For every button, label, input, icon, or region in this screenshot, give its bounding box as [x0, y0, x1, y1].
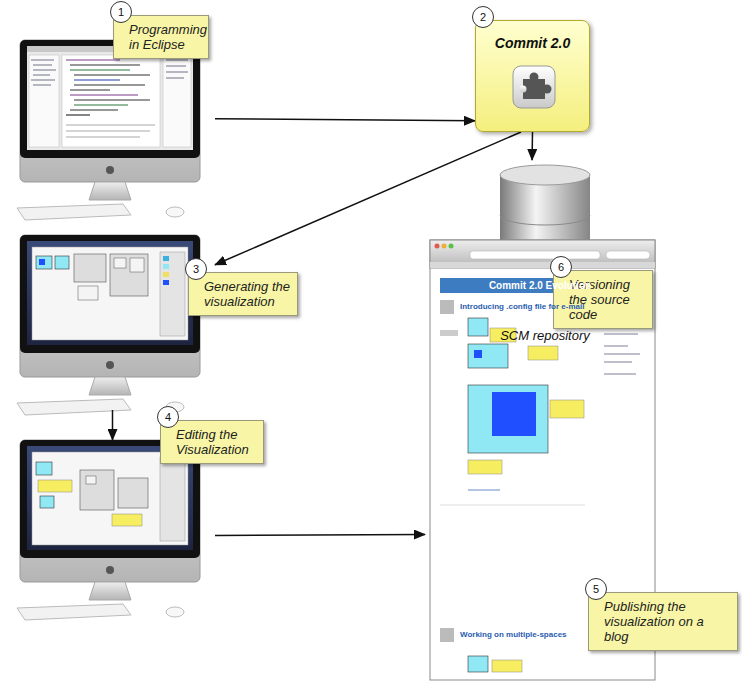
step-label: Editing the Visualization — [160, 420, 264, 464]
flow-arrow — [215, 132, 521, 265]
post-title: Introducing .config file for e-mail — [460, 302, 584, 312]
repository-caption: SCM repository — [490, 328, 600, 343]
step-label: Versioning the source code — [553, 270, 653, 329]
computer-step: Programming in Eclipse — [10, 40, 215, 215]
step-label: Programming in Eclipse — [113, 15, 209, 59]
computer-step: Generating the visualization — [10, 235, 215, 410]
flow-arrow — [215, 119, 475, 121]
flow-arrow — [215, 534, 425, 536]
repository: Versioning the source codeSCM repository — [490, 160, 655, 350]
flow-arrow — [531, 132, 533, 160]
post-title: Working on multiple-spaces — [460, 630, 567, 640]
callout-number: 5 — [585, 578, 607, 600]
plugin-title: Commit 2.0 — [476, 35, 589, 52]
computer-step: Editing the Visualization — [10, 440, 215, 620]
callout-number: 6 — [550, 256, 572, 278]
step-label: Publishing the visualization on a blog — [588, 592, 738, 651]
step-label: Generating the visualization — [188, 272, 298, 316]
plugin-box: Commit 2.0 — [475, 20, 590, 132]
callout-number: 2 — [472, 6, 494, 28]
callout-number: 1 — [110, 1, 132, 23]
callout-number: 3 — [185, 258, 207, 280]
callout-number: 4 — [157, 406, 179, 428]
flow-arrow — [112, 410, 114, 440]
blog-title: Commit 2.0 Evolution — [440, 279, 640, 292]
